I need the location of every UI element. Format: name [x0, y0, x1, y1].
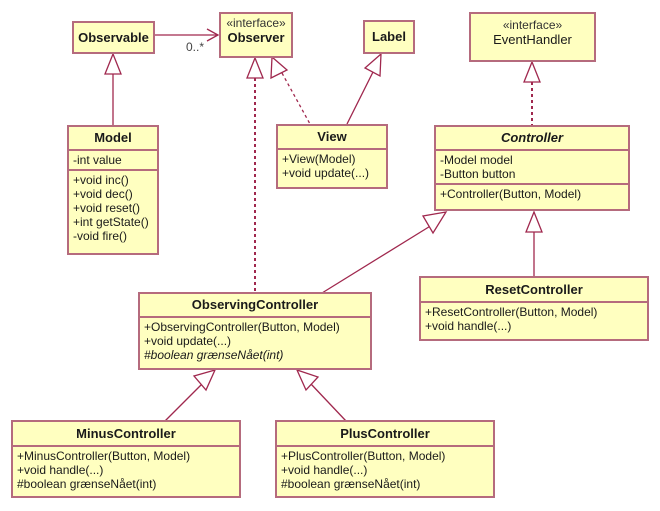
- class-name: Observable: [78, 30, 149, 45]
- class-model[interactable]: Model -int value +void inc() +void dec()…: [67, 125, 159, 255]
- hollow-triangle-head: [363, 52, 382, 78]
- operation: +void handle(...): [281, 463, 368, 477]
- hollow-triangle-head: [523, 60, 541, 83]
- class-minuscontroller[interactable]: MinusController +MinusController(Button,…: [11, 420, 241, 498]
- class-observable[interactable]: Observable: [72, 21, 155, 54]
- hollow-triangle-head: [295, 368, 320, 392]
- generalization-observingcontroller-controller: [321, 224, 433, 294]
- stereotype: «interface»: [502, 18, 563, 32]
- class-name: PlusController: [340, 426, 430, 441]
- operations-section: +void inc() +void dec() +void reset() +i…: [69, 169, 157, 245]
- class-observer[interactable]: «interface» Observer: [219, 12, 293, 58]
- operation: +ResetController(Button, Model): [425, 305, 598, 319]
- operation: #boolean grænseNået(int): [17, 477, 157, 491]
- hollow-triangle-head: [192, 368, 217, 392]
- operation: +void handle(...): [425, 319, 512, 333]
- operation: +void update(...): [144, 334, 232, 348]
- class-name: Controller: [500, 130, 564, 145]
- generalization-pluscontroller-observingcontroller: [310, 383, 347, 422]
- attribute: -Button button: [440, 167, 516, 181]
- operations-section: +MinusController(Button, Model) +void ha…: [13, 445, 239, 493]
- class-name: ResetController: [485, 282, 583, 297]
- operation: +MinusController(Button, Model): [17, 449, 191, 463]
- class-name: Label: [372, 29, 406, 44]
- class-pluscontroller[interactable]: PlusController +PlusController(Button, M…: [275, 420, 495, 498]
- operations-section: +View(Model) +void update(...): [278, 148, 386, 182]
- class-name: EventHandler: [493, 32, 572, 47]
- operation: #boolean grænseNået(int): [281, 477, 421, 491]
- attributes-section: -Model model -Button button: [436, 149, 628, 183]
- attribute: -int value: [73, 153, 122, 167]
- operation: +void reset(): [73, 201, 141, 215]
- hollow-triangle-head: [270, 55, 289, 80]
- class-observingcontroller[interactable]: ObservingController +ObservingController…: [138, 292, 372, 370]
- operation: +int getState(): [73, 215, 149, 229]
- generalization-minuscontroller-observingcontroller: [164, 383, 203, 422]
- stereotype: «interface»: [226, 16, 286, 30]
- operations-section: +ObservingController(Button, Model) +voi…: [140, 316, 370, 364]
- class-name: MinusController: [76, 426, 176, 441]
- attributes-section: -int value: [69, 149, 157, 169]
- operation: +void inc(): [73, 173, 129, 187]
- operation: +void dec(): [73, 187, 133, 201]
- multiplicity-label: 0..*: [186, 40, 205, 54]
- operations-section: +ResetController(Button, Model) +void ha…: [421, 301, 647, 335]
- abstract-operation: #boolean grænseNået(int): [144, 348, 284, 362]
- hollow-triangle-head: [421, 211, 448, 235]
- operation: +void handle(...): [17, 463, 104, 477]
- class-eventhandler[interactable]: «interface» EventHandler: [469, 12, 596, 62]
- class-name: Model: [94, 130, 132, 145]
- operations-section: +PlusController(Button, Model) +void han…: [277, 445, 493, 493]
- operation: +Controller(Button, Model): [440, 187, 582, 201]
- open-arrow-head: [206, 28, 220, 42]
- class-label[interactable]: Label: [363, 20, 415, 54]
- operation: +ObservingController(Button, Model): [144, 320, 340, 334]
- operation: +View(Model): [282, 152, 356, 166]
- hollow-triangle-head: [246, 56, 264, 79]
- operations-section: +Controller(Button, Model): [436, 183, 628, 203]
- operation: +void update(...): [282, 166, 370, 180]
- class-name: Observer: [227, 30, 285, 45]
- class-view[interactable]: View +View(Model) +void update(...): [276, 124, 388, 189]
- hollow-triangle-head: [104, 52, 122, 75]
- class-controller[interactable]: Controller -Model model -Button button +…: [434, 125, 630, 211]
- operation: +PlusController(Button, Model): [281, 449, 446, 463]
- attribute: -Model model: [440, 153, 513, 167]
- class-resetcontroller[interactable]: ResetController +ResetController(Button,…: [419, 276, 649, 341]
- realization-view-observer: [281, 72, 311, 125]
- class-name: View: [317, 129, 347, 144]
- class-name: ObservingController: [191, 297, 319, 312]
- operation: -void fire(): [73, 229, 128, 243]
- hollow-triangle-head: [525, 210, 543, 233]
- generalization-view-label: [346, 71, 374, 125]
